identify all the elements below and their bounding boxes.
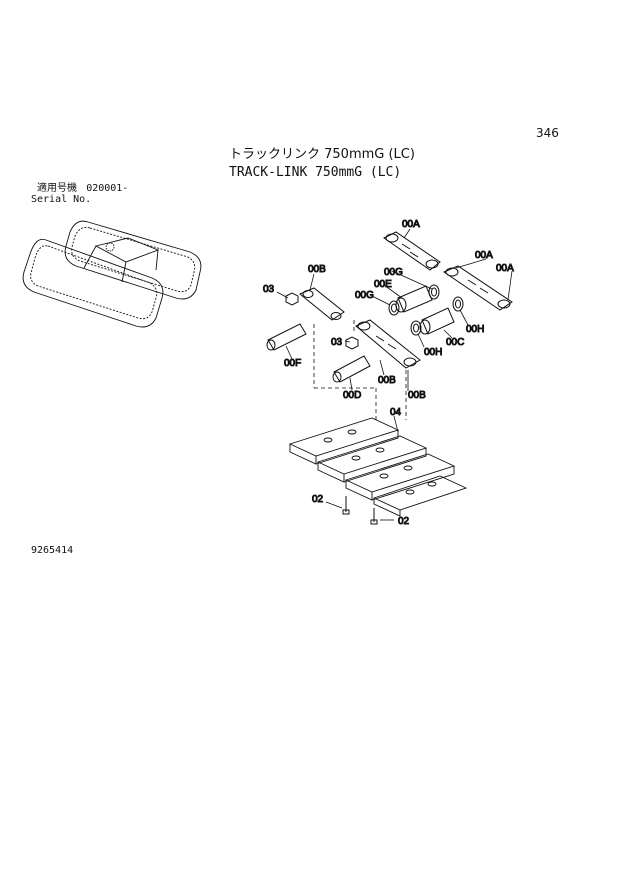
pin-00D — [332, 355, 371, 383]
serial-number: 020001- — [86, 183, 129, 194]
pin-00F — [266, 323, 307, 351]
callout-04: 04 — [390, 407, 402, 418]
track-link-00A-upper — [383, 231, 441, 271]
callout-00B-low: 00B — [408, 390, 426, 401]
callout-00G-mid: 00G — [355, 290, 374, 301]
callout-00B-left: 00B — [308, 264, 326, 275]
callout-02-left: 02 — [312, 494, 324, 505]
alignment-dashes — [313, 320, 407, 420]
title-english: TRACK-LINK 750mmG (LC) — [229, 165, 402, 180]
callout-00C: 00C — [446, 337, 464, 348]
page-number: 346 — [536, 126, 559, 140]
bushing-00E — [395, 285, 433, 313]
bushing-00C — [419, 307, 455, 335]
nut-03-mid — [345, 336, 359, 350]
figure-number: 9265414 — [31, 545, 74, 556]
seal-00G-upper — [428, 284, 440, 300]
shoe-bolt-right — [370, 508, 378, 525]
seal-00H-mid — [410, 320, 422, 336]
crawler-track-overview — [22, 220, 202, 328]
callout-00F: 00F — [284, 358, 301, 369]
serial-jp-label: 適用号機 — [37, 183, 77, 194]
title-japanese: トラックリンク 750mmG (LC) — [229, 147, 415, 162]
callout-00A-right2: 00A — [496, 263, 514, 274]
callout-00D: 00D — [343, 390, 361, 401]
callout-02-right: 02 — [398, 516, 410, 527]
callout-00E: 00E — [374, 279, 392, 290]
callout-03-left: 03 — [263, 284, 275, 295]
callout-00A-right1: 00A — [475, 250, 493, 261]
shoe-bolt-left — [342, 496, 350, 515]
callout-00H-right: 00H — [466, 324, 484, 335]
seal-00G-lower — [388, 300, 400, 316]
track-link-00B-upper — [299, 287, 345, 321]
track-link-00B-lower — [355, 319, 421, 369]
leader-lines — [276, 228, 513, 521]
serial-label-english: Serial No. — [31, 194, 92, 205]
callout-00A-top: 00A — [402, 219, 420, 230]
track-shoes — [288, 417, 468, 517]
track-link-00A-lower — [442, 265, 513, 311]
callout-00H-mid: 00H — [424, 347, 442, 358]
serial-label-japanese: 適用号機 020001- — [37, 184, 128, 194]
seal-00H-right — [452, 296, 464, 312]
callout-00B-mid: 00B — [378, 375, 396, 386]
callout-03-mid: 03 — [331, 337, 343, 348]
callout-00G-top: 00G — [384, 267, 403, 278]
nut-03-left — [285, 292, 299, 306]
